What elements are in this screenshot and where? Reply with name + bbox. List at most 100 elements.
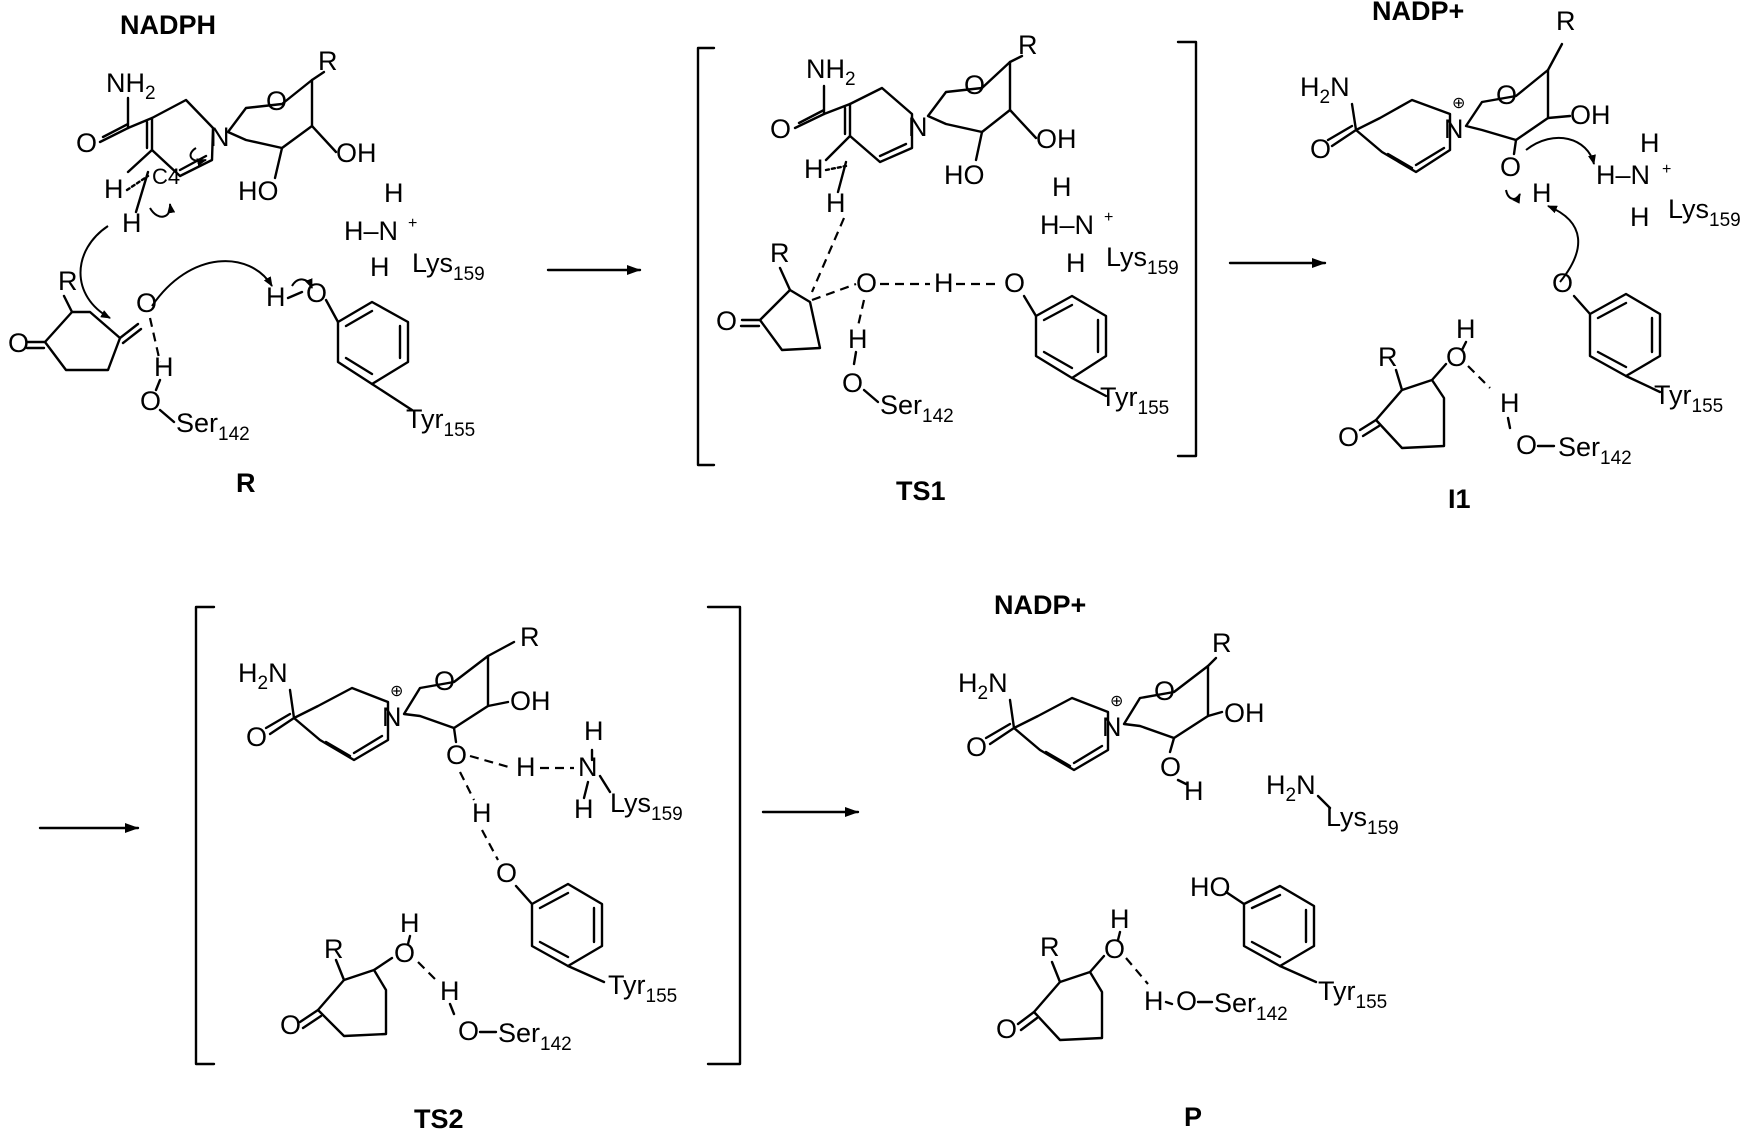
p-tyr-residue: Tyr155 bbox=[1318, 976, 1387, 1013]
ts2-lys-residue: Lys159 bbox=[610, 788, 683, 825]
i1-ser-h: H bbox=[1500, 388, 1520, 418]
ts1-nh2: NH2 bbox=[806, 54, 856, 90]
r-proton-transfer-arrow bbox=[151, 260, 273, 307]
r-nadph-title: NADPH bbox=[120, 10, 216, 40]
ts1-tyr-o: O bbox=[1004, 268, 1025, 298]
p-amide-o: O bbox=[966, 732, 987, 762]
ts2-ribose bbox=[402, 654, 490, 730]
i1-nadp-title: NADP+ bbox=[1372, 0, 1464, 26]
r-hydride-h: H bbox=[122, 208, 142, 238]
r-ho: HO bbox=[238, 176, 279, 206]
i1-ribose bbox=[1464, 68, 1550, 142]
ts1-ser-o: O bbox=[842, 368, 863, 398]
p-state: NADP+ P H2N O N ⊕ O R OH O H H2N Lys159 … bbox=[958, 590, 1399, 1132]
i1-substrate-oh-h: H bbox=[1456, 314, 1476, 344]
r-ring-n: N bbox=[210, 122, 230, 152]
ts2-ser-residue: Ser142 bbox=[498, 1018, 572, 1055]
ts1-amide-o: O bbox=[770, 114, 791, 144]
r-lys-h-top: H bbox=[384, 178, 404, 208]
p-ser-h: H bbox=[1144, 986, 1164, 1016]
r-hydride-transfer-arrow bbox=[79, 225, 111, 319]
ts2-lys-h-top: H bbox=[584, 716, 604, 746]
ts2-tyr-residue: Tyr155 bbox=[608, 970, 677, 1007]
p-ribose-r: R bbox=[1212, 628, 1232, 658]
ts2-ribose-o: O bbox=[434, 666, 455, 696]
ts1-hydride-h: H bbox=[826, 188, 846, 218]
i1-o-arrow bbox=[1505, 189, 1521, 204]
ts2-tyr-o: O bbox=[496, 858, 517, 888]
i1-ser-o: O bbox=[1516, 430, 1537, 460]
p-tyr-phenyl-ring bbox=[1242, 884, 1318, 984]
ts2-ser-o: O bbox=[458, 1016, 479, 1046]
i1-cyclopentanol-substrate bbox=[1358, 362, 1448, 450]
ts1-left-bracket bbox=[696, 46, 716, 467]
ts1-bridging-h: H bbox=[934, 268, 954, 298]
i1-amide-o: O bbox=[1310, 134, 1331, 164]
r-lys-h-n: H–N bbox=[344, 216, 398, 246]
ts2-pyridinium-ring bbox=[264, 686, 390, 762]
i1-lys-h-top: H bbox=[1640, 128, 1660, 158]
ts2-tyr-bridge-h: H bbox=[472, 798, 492, 828]
ts1-ser-h: H bbox=[848, 324, 868, 354]
i1-lys-h-bottom: H bbox=[1630, 202, 1650, 232]
r-ring-arrow-2 bbox=[149, 203, 176, 218]
r-ribose bbox=[226, 78, 314, 150]
ts1-tyr-phenyl-ring bbox=[1034, 294, 1108, 398]
i1-oh: OH bbox=[1570, 100, 1611, 130]
r-substrate-r: R bbox=[58, 266, 78, 296]
ts2-cyclopentanol-substrate bbox=[298, 956, 394, 1038]
r-substrate-o: O bbox=[8, 328, 29, 358]
p-lys-residue: Lys159 bbox=[1326, 802, 1399, 839]
ts1-substrate-o: O bbox=[716, 306, 737, 336]
r-state-label: R bbox=[236, 468, 256, 498]
i1-ribose-o: O bbox=[1496, 80, 1517, 110]
p-ser-residue: Ser142 bbox=[1214, 988, 1288, 1025]
i1-lys-proton-arrow bbox=[1525, 136, 1596, 165]
ts2-amide-o: O bbox=[246, 722, 267, 752]
ts2-lys-n: N bbox=[578, 752, 598, 782]
ts1-state: TS1 NH2 O N H H O R OH HO H H–N + H Lys1… bbox=[716, 30, 1179, 506]
ts2-substrate-oh-o: O bbox=[394, 938, 415, 968]
ts1-hydride-h-top: H bbox=[804, 154, 824, 184]
ts1-lys-h-bottom: H bbox=[1066, 248, 1086, 278]
ts1-state-label: TS1 bbox=[896, 476, 946, 506]
r-c4-label: C4 bbox=[152, 164, 180, 189]
ts2-lys-h-bottom: H bbox=[574, 794, 594, 824]
p-ser-o: O bbox=[1176, 986, 1197, 1016]
ts1-tyr-residue: Tyr155 bbox=[1100, 382, 1169, 419]
ts2-oh: OH bbox=[510, 686, 551, 716]
i1-substrate-r: R bbox=[1378, 342, 1398, 372]
ts1-carbonyl-o: O bbox=[856, 268, 877, 298]
r-oh: OH bbox=[336, 138, 377, 168]
p-tyr-ho: HO bbox=[1190, 872, 1231, 902]
p-lys-h2n: H2N bbox=[1266, 770, 1316, 806]
ts1-dihydropyridine-ring bbox=[793, 84, 914, 164]
ts2-left-bracket bbox=[194, 605, 216, 1066]
i1-alkoxide-o: O bbox=[1500, 152, 1521, 182]
i1-lys-residue: Lys159 bbox=[1668, 194, 1741, 231]
p-cyclopentanol-substrate bbox=[1016, 954, 1106, 1042]
r-ring-arrow-1 bbox=[189, 147, 207, 167]
p-oh: OH bbox=[1224, 698, 1265, 728]
ts1-cyclopentanone-substrate bbox=[739, 266, 822, 352]
i1-tyr-residue: Tyr155 bbox=[1654, 380, 1723, 417]
p-ring-charge: ⊕ bbox=[1110, 693, 1123, 710]
r-hydride-h-top: H bbox=[104, 174, 124, 204]
i1-ring-n: N bbox=[1444, 114, 1464, 144]
r-ribose-r: R bbox=[318, 46, 338, 76]
i1-lys-charge: + bbox=[1662, 161, 1671, 178]
r-lys-residue: Lys159 bbox=[412, 248, 485, 285]
r-cyclopentanone-substrate bbox=[25, 294, 143, 372]
p-ribose-o: O bbox=[1154, 676, 1175, 706]
i1-tyr-o: O bbox=[1552, 268, 1573, 298]
ts2-ring-n: N bbox=[382, 702, 402, 732]
ts1-substrate-r: R bbox=[770, 238, 790, 268]
r-ribose-o: O bbox=[266, 86, 287, 116]
r-state: NADPH R NH2 O N C4 H H O R OH HO H H–N +… bbox=[8, 10, 485, 498]
ts1-ribose-r: R bbox=[1018, 30, 1038, 60]
p-ribose bbox=[1122, 664, 1210, 740]
i1-pyridinium-ring bbox=[1326, 98, 1452, 174]
i1-ser-residue: Ser142 bbox=[1558, 432, 1632, 469]
ts1-ho: HO bbox=[944, 160, 985, 190]
